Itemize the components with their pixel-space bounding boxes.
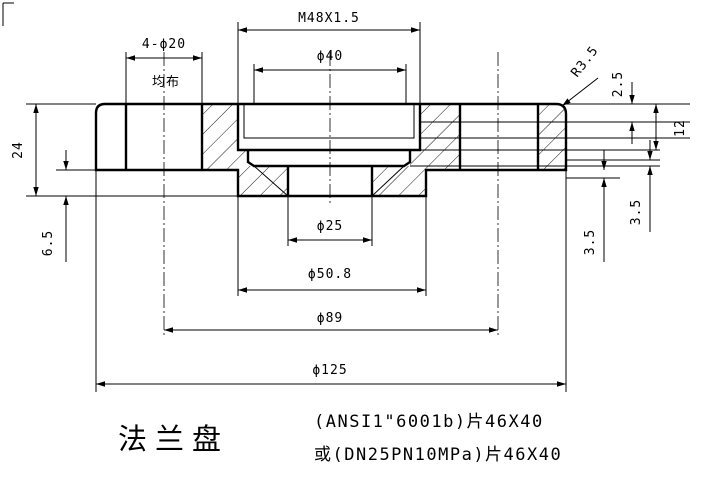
bolt-circle-dim-label: ϕ89 bbox=[317, 311, 343, 326]
right-12-dim-label: 12 bbox=[673, 119, 688, 137]
outer-dim-label: ϕ125 bbox=[312, 363, 347, 378]
right-top-dim-label: 2.5 bbox=[611, 71, 626, 97]
height-lower-dim-label: 6.5 bbox=[41, 230, 56, 256]
height-total-dim-label: 24 bbox=[11, 141, 26, 159]
dimension-labels: M48X1.5 ϕ40 4-ϕ20 均布 ϕ25 ϕ50.8 ϕ89 ϕ125 … bbox=[11, 11, 688, 378]
right-mid-dim-label: 3.5 bbox=[629, 199, 644, 225]
thread-dim-label: M48X1.5 bbox=[298, 11, 360, 26]
corner-mark bbox=[2, 2, 14, 26]
horizontal-dimension-lines bbox=[96, 27, 566, 387]
center-lines bbox=[163, 52, 499, 335]
bottom-bore-dim-label: ϕ25 bbox=[317, 219, 343, 234]
right-bottom-dim-label: 3.5 bbox=[583, 229, 598, 255]
vertical-dimension-lines bbox=[33, 77, 659, 262]
holes-note-label: 均布 bbox=[152, 75, 180, 90]
spec-line-1: (ANSI1"6001b)片46X40 bbox=[314, 412, 544, 432]
extension-lines bbox=[26, 22, 690, 392]
radius-dim-label: R3.5 bbox=[568, 43, 602, 80]
bore-top-dim-label: ϕ40 bbox=[317, 49, 343, 64]
spec-line-2: 或(DN25PN10MPa)片46X40 bbox=[314, 445, 562, 465]
flange-outline bbox=[94, 102, 568, 198]
hub-dim-label: ϕ50.8 bbox=[308, 267, 352, 282]
holes-dim-label: 4-ϕ20 bbox=[142, 37, 186, 52]
section-hatching bbox=[202, 104, 566, 196]
drawing-title: 法兰盘 bbox=[118, 422, 229, 456]
